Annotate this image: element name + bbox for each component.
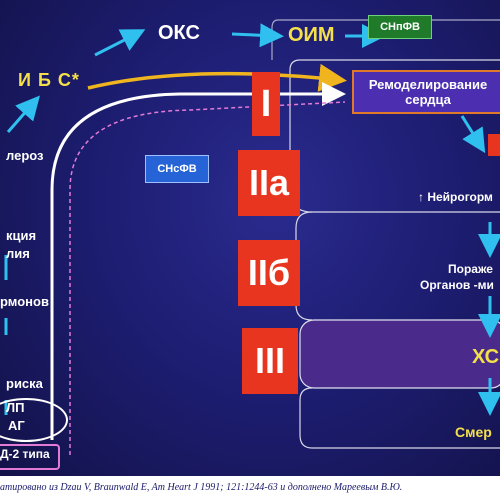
left-sclerosis: лероз: [6, 148, 44, 163]
left-hormones: рмонов: [0, 294, 49, 309]
oks-label: ОКС: [158, 22, 200, 44]
red-box-right: [488, 134, 500, 156]
lp-ag-ellipse: [0, 398, 68, 442]
left-dysfunction-1: кция: [6, 228, 37, 243]
right-damage-2: Органов -ми: [420, 278, 494, 292]
right-neurohormones: ↑ Нейрогорм: [418, 190, 493, 204]
stage-2a-box: IIа: [238, 150, 300, 216]
stage-1-box: I: [252, 72, 280, 136]
left-diabetes: Д-2 типа: [0, 447, 50, 461]
diabetes-box: [0, 444, 60, 470]
panel-bottom: [299, 387, 500, 449]
left-lp: ЛП: [6, 400, 25, 415]
citation-text: атировано из Dzau V, Braunwald E, Am Hea…: [0, 482, 403, 493]
snpfv-badge: СНпФВ: [368, 15, 432, 39]
right-death: Смер: [455, 424, 492, 440]
left-risk: риска: [6, 376, 43, 391]
right-xc: ХС: [472, 346, 500, 368]
left-dysfunction-2: лия: [6, 246, 30, 261]
left-ag: АГ: [8, 418, 25, 433]
remodeling-box: Ремоделирование сердца: [352, 70, 500, 114]
stage-2b-box: IIб: [238, 240, 300, 306]
remodeling-line2: сердца: [405, 92, 451, 107]
citation-footer: атировано из Dzau V, Braunwald E, Am Hea…: [0, 476, 500, 500]
panel-stage3: [299, 319, 500, 389]
snsfv-badge: СНсФВ: [145, 155, 209, 183]
stage-3-box: III: [242, 328, 298, 394]
ibs-label: И Б С*: [18, 70, 80, 90]
remodeling-line1: Ремоделирование: [368, 77, 488, 92]
oim-label: ОИМ: [288, 24, 335, 46]
right-damage-1: Пораже: [448, 262, 493, 276]
